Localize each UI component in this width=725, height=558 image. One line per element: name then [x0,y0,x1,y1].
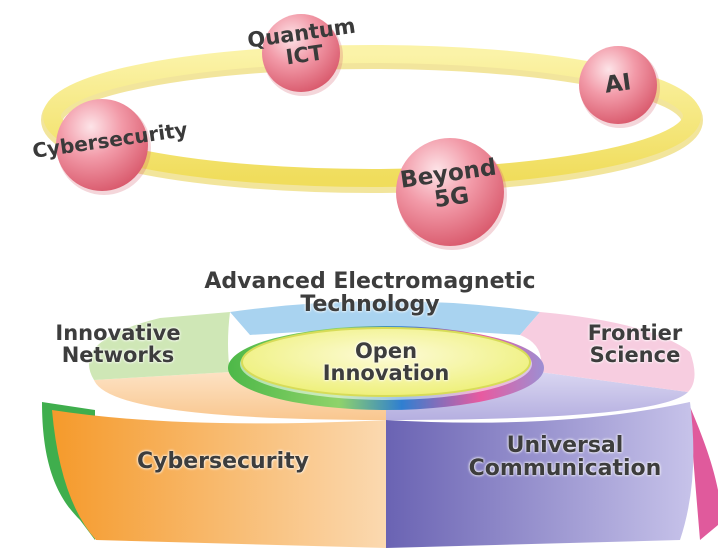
sphere-cybersecurity [56,99,151,195]
seg-cybersecurity-line1: Cybersecurity [137,449,309,474]
seg-electromagnetic-line2: Technology [300,292,440,318]
seg-universal-line2: Communication [468,456,662,482]
segment-label-universal: Universal Communication [430,434,700,480]
segment-label-networks: Innovative Networks [28,322,208,366]
seg-electromagnetic-line1: Advanced Electromagnetic [204,269,536,294]
seg-networks-line1: Innovative [55,321,181,345]
seg-universal-line1: Universal [506,433,624,458]
center-disc [241,327,531,397]
segment-label-frontier: Frontier Science [560,322,710,366]
seg-networks-line2: Networks [61,343,175,368]
sphere-beyond-5g [396,138,507,250]
side-universal [386,402,694,548]
orbit-ring [41,45,703,193]
segment-label-electromagnetic: Advanced Electromagnetic Technology [150,270,590,316]
side-cybersecurity [52,410,386,548]
segment-label-cybersecurity: Cybersecurity [98,450,348,473]
center-line1: Open [354,339,418,363]
top-frontier [520,312,695,392]
center-label-open-innovation: Open Innovation [296,340,476,384]
center-line2: Innovation [322,361,450,386]
sphere-ai [579,46,660,128]
top-networks [88,312,230,380]
top-electromagnetic [230,301,540,335]
top-cybersecurity [94,372,386,420]
seg-frontier-line1: Frontier [587,321,683,345]
seg-frontier-line2: Science [589,343,681,368]
sphere-quantum-ict [262,14,343,96]
top-universal [386,372,688,420]
